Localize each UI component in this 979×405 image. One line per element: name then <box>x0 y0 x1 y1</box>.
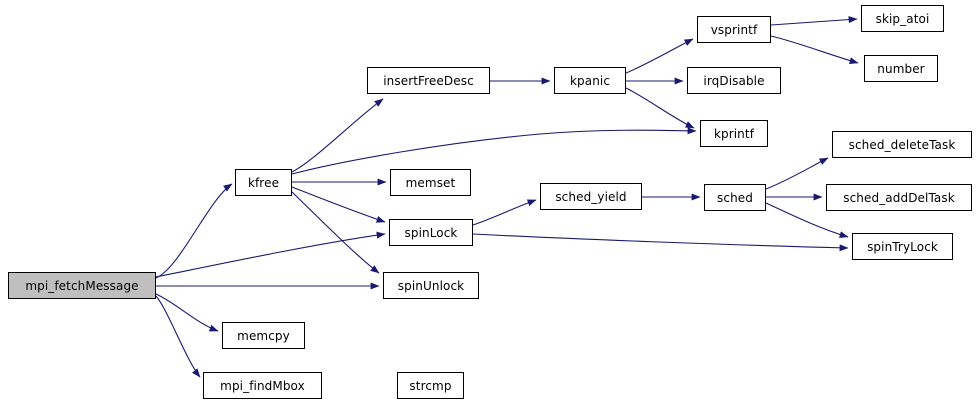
node-mpi_fetchMessage[interactable]: mpi_fetchMessage <box>8 272 156 299</box>
node-label: memset <box>405 175 456 190</box>
node-label: sched_addDelTask <box>843 190 955 205</box>
node-label: mpi_findMbox <box>220 378 305 393</box>
node-label: kfree <box>247 175 280 190</box>
node-label: insertFreeDesc <box>383 73 474 88</box>
node-sched_yield[interactable]: sched_yield <box>540 183 642 210</box>
node-label: kprintf <box>713 126 755 141</box>
node-sched_addDelTask[interactable]: sched_addDelTask <box>826 184 972 211</box>
node-label: vsprintf <box>710 22 758 37</box>
node-sched[interactable]: sched <box>704 184 766 211</box>
node-label: number <box>877 61 925 76</box>
node-spinLock[interactable]: spinLock <box>389 219 473 246</box>
node-label: memcpy <box>237 328 290 343</box>
node-strcmp[interactable]: strcmp <box>397 372 464 399</box>
node-label: kpanic <box>569 73 611 88</box>
node-label: irqDisable <box>703 73 765 88</box>
node-insertFreeDesc[interactable]: insertFreeDesc <box>367 67 490 94</box>
node-label: sched <box>717 190 753 205</box>
node-vsprintf[interactable]: vsprintf <box>697 16 771 43</box>
node-spinTryLock[interactable]: spinTryLock <box>852 233 953 260</box>
node-kfree[interactable]: kfree <box>235 169 292 196</box>
node-kprintf[interactable]: kprintf <box>700 120 768 147</box>
node-label: mpi_fetchMessage <box>25 278 139 293</box>
node-kpanic[interactable]: kpanic <box>554 67 626 94</box>
node-label: spinLock <box>404 225 458 240</box>
node-spinUnlock[interactable]: spinUnlock <box>383 272 479 299</box>
node-label: skip_atoi <box>875 11 930 26</box>
node-memset[interactable]: memset <box>390 169 471 196</box>
node-label: strcmp <box>409 378 452 393</box>
node-label: spinUnlock <box>397 278 465 293</box>
node-irqDisable[interactable]: irqDisable <box>687 67 781 94</box>
node-label: sched_yield <box>555 189 627 204</box>
node-sched_deleteTask[interactable]: sched_deleteTask <box>832 131 972 158</box>
node-mpi_findMbox[interactable]: mpi_findMbox <box>203 372 322 399</box>
node-label: sched_deleteTask <box>848 137 956 152</box>
node-label: spinTryLock <box>867 239 938 254</box>
node-number[interactable]: number <box>864 55 938 82</box>
node-memcpy[interactable]: memcpy <box>222 322 305 349</box>
node-skip_atoi[interactable]: skip_atoi <box>861 5 944 32</box>
